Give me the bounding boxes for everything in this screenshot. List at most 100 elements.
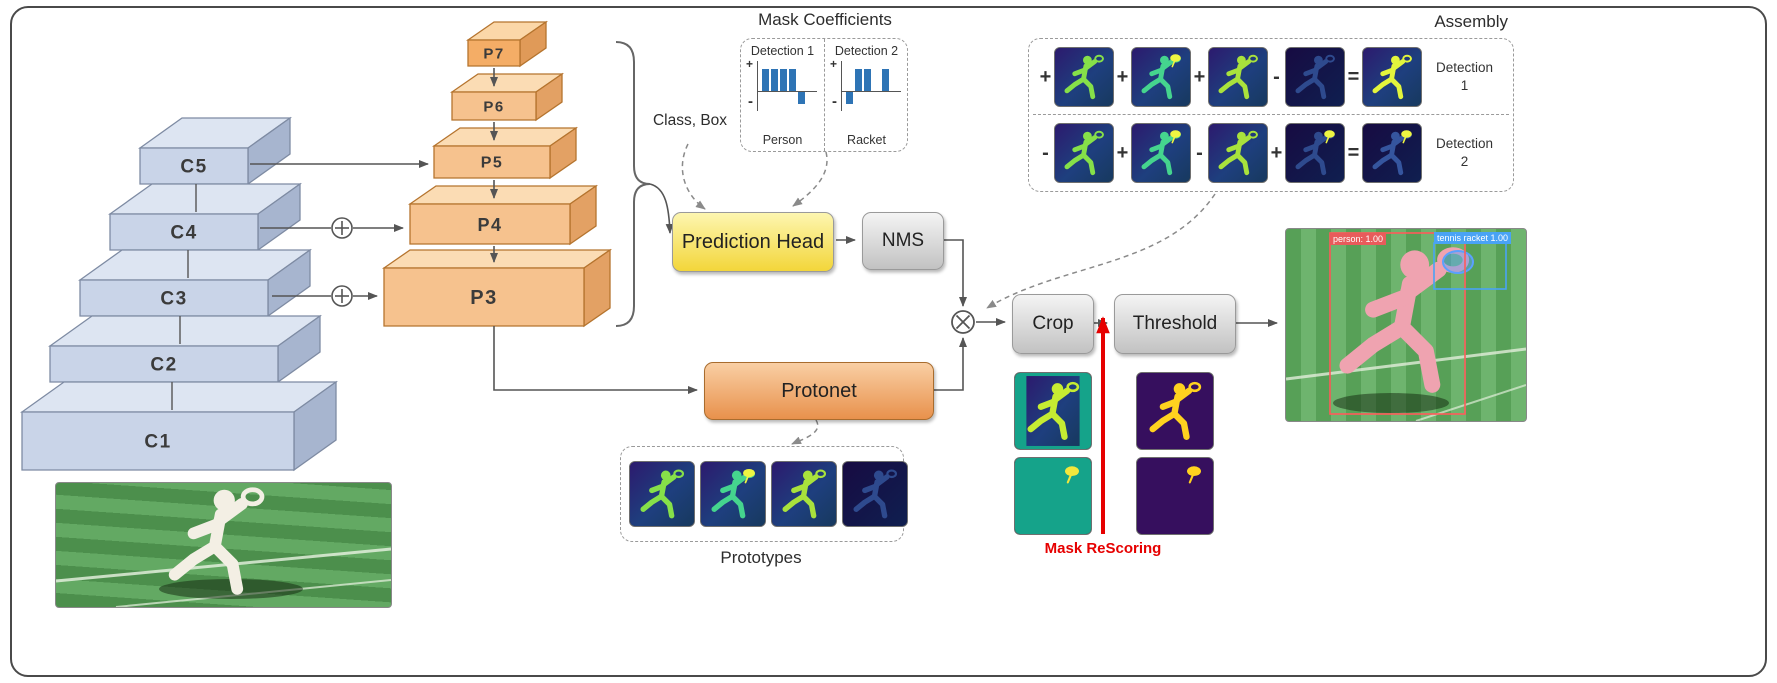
person-bbox [1329, 232, 1466, 415]
axis-minus-label: - [748, 93, 753, 110]
backbone-layer-label: C4 [170, 223, 197, 244]
protonet-box: Protonet [704, 362, 934, 420]
mask-coefficients-title: Mask Coefficients [758, 10, 892, 29]
mask-tile [1131, 123, 1191, 183]
coef-plot: + - [830, 57, 903, 113]
assembly-operator: = [1347, 141, 1360, 164]
assembly-operator: - [1196, 141, 1203, 164]
result-image-art [1286, 232, 1526, 421]
fpn-layer-label: P6 [483, 99, 504, 116]
prototype-tiles [629, 461, 908, 527]
coef-bars [846, 61, 891, 113]
coef-bar [864, 61, 873, 113]
fpn-layer-label: P4 [477, 215, 502, 235]
axis-baseline [757, 91, 817, 93]
assembly-operator: - [1273, 65, 1280, 88]
prototypes-label: Prototypes [720, 548, 802, 567]
mask-tile [1136, 457, 1214, 535]
mask-tile [842, 461, 908, 527]
nms-box: NMS [862, 212, 944, 270]
coef-bar [780, 61, 789, 113]
backbone-layer-label: C2 [150, 355, 177, 376]
mask-tile [1208, 123, 1268, 183]
mask-tile [700, 461, 766, 527]
input-image-art [56, 483, 391, 607]
mask-coefficients-panel: Detection 1 + - Person Detection 2 + - R… [740, 38, 908, 152]
assembly-title: Assembly [1434, 12, 1508, 31]
prototypes-panel [620, 446, 908, 542]
threshold-mask-tiles [1136, 372, 1214, 535]
coef-chart-class: Racket [847, 133, 886, 147]
assembly-operator: + [1270, 141, 1283, 164]
racket-bbox-label: tennis racket 1.00 [1434, 232, 1512, 244]
coef-bar [798, 61, 807, 113]
dashed-connectors [681, 143, 1216, 445]
backbone-layer-label: C1 [144, 432, 171, 453]
axis-vertical [757, 61, 759, 111]
assembly-divider [1033, 114, 1509, 115]
mask-tile [1285, 123, 1345, 183]
backbone-pyramid [19, 116, 339, 472]
mask-tile [1054, 123, 1114, 183]
mask-tile [1208, 47, 1268, 107]
backbone-labels: C5 C4 C3 C2 C1 [144, 157, 207, 453]
assembly-operator: + [1039, 65, 1052, 88]
mask-tile [1285, 47, 1345, 107]
assembly-operator: - [1042, 141, 1049, 164]
coef-chart-person: Detection 1 + - Person [741, 39, 824, 151]
backbone-layer-label: C5 [180, 157, 207, 178]
mask-tile [629, 461, 695, 527]
assembly-operator: + [1193, 65, 1206, 88]
fpn-layer-label: P3 [470, 287, 497, 309]
coef-bar [855, 61, 864, 113]
assembly-operator: = [1347, 65, 1360, 88]
mask-tile [1136, 372, 1214, 450]
mask-tile [1362, 123, 1422, 183]
class-box-label: Class, Box [652, 112, 728, 129]
coef-chart-header: Detection 1 [750, 44, 815, 58]
fpn-layer-label: P7 [483, 46, 504, 63]
fpn-layer-label: P5 [481, 155, 504, 172]
mask-rescoring-label: Mask ReScoring [1044, 540, 1162, 557]
crop-mask-tiles [1014, 372, 1092, 535]
coef-bar [762, 61, 771, 113]
coef-chart-racket: Detection 2 + - Racket [824, 39, 908, 151]
axis-vertical [841, 61, 843, 111]
threshold-box: Threshold [1114, 294, 1236, 354]
person-bbox-label: person: 1.00 [1330, 233, 1387, 245]
racket-mask-overlay [1442, 250, 1474, 274]
coef-bar [873, 61, 882, 113]
mask-tile [1014, 457, 1092, 535]
coef-chart-header: Detection 2 [834, 44, 899, 58]
result-image: person: 1.00 tennis racket 1.00 [1285, 228, 1527, 422]
coef-bar [882, 61, 891, 113]
mask-tile [771, 461, 837, 527]
axis-baseline [841, 91, 901, 93]
coef-bar [846, 61, 855, 113]
axis-plus-label: + [830, 57, 838, 71]
coef-bar [789, 61, 798, 113]
figure-border [10, 6, 1767, 677]
coef-plot: + - [746, 57, 819, 113]
coef-bar [771, 61, 780, 113]
axis-minus-label: - [832, 93, 837, 110]
mask-tile [1362, 47, 1422, 107]
mask-tile [1014, 372, 1092, 450]
coef-bars [762, 61, 807, 113]
axis-plus-label: + [746, 57, 754, 71]
coef-chart-class: Person [762, 133, 803, 147]
matrix-multiply-icon [951, 310, 975, 334]
prediction-head-box: Prediction Head [672, 212, 834, 272]
assembly-operator: + [1116, 65, 1129, 88]
brace [615, 41, 651, 327]
backbone-layer-label: C3 [160, 289, 187, 310]
fpn-labels: P7 P6 P5 P4 P3 [470, 46, 504, 310]
crop-box: Crop [1012, 294, 1094, 354]
